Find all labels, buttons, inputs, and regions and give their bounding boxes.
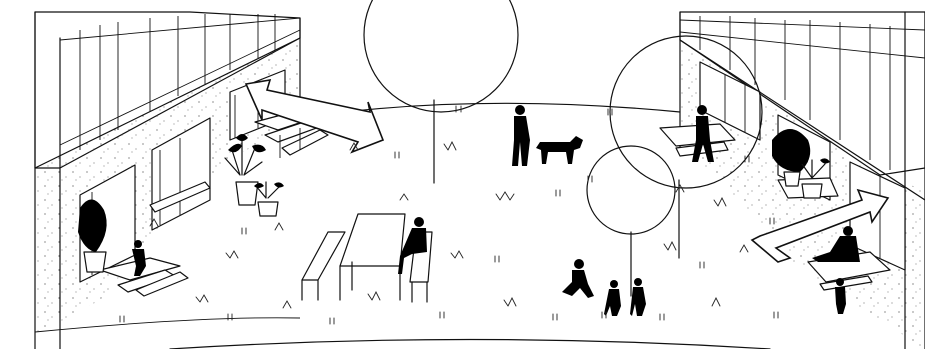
picnic-table (302, 214, 432, 302)
child-walking-silhouette (604, 280, 621, 316)
dog-silhouette (536, 136, 583, 164)
tree-canopy-circle (587, 146, 675, 234)
person-walking-dog-silhouette (512, 105, 530, 166)
child-walking-silhouette (630, 278, 646, 316)
potted-plant (225, 134, 284, 216)
left-building (35, 12, 328, 349)
child-running-silhouette (562, 259, 594, 298)
tree-canopy-circle (364, 0, 518, 112)
